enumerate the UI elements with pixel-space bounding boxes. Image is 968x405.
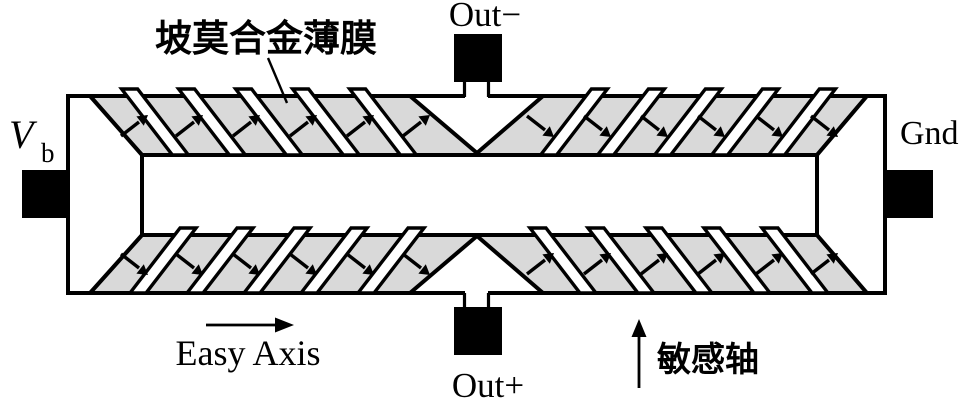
vb-label-subscript: b	[41, 138, 55, 168]
sensitive-axis-label: 敏感轴	[657, 340, 759, 380]
barber-pole-stripe	[758, 226, 832, 295]
magnetization-arrow-up-right	[696, 253, 725, 276]
magnetization-arrow-up-right	[288, 115, 317, 138]
out-minus-pad	[454, 34, 502, 82]
barber-pole-stripe	[765, 87, 839, 157]
magnetization-arrow-down-right	[401, 252, 430, 275]
vb-pad	[22, 170, 68, 218]
magnetization-arrow-down-right	[582, 114, 611, 137]
magnetization-arrow-up-right	[582, 253, 611, 276]
magnetization-arrow-down-right	[119, 252, 148, 275]
magnetization-arrow-up-right	[809, 253, 838, 276]
barber-pole-stripe	[126, 226, 200, 295]
magnetization-arrow-down-right	[345, 252, 374, 275]
right-contact	[815, 94, 887, 295]
easy-axis-arrow	[206, 317, 294, 333]
magnetization-arrow-up-right	[754, 253, 783, 276]
film-label: 坡莫合金薄膜	[155, 17, 377, 60]
barber-pole-stripe	[297, 226, 371, 295]
magnetization-arrow-up-right	[231, 115, 260, 138]
magnetization-arrow-down-right	[525, 114, 554, 137]
magnetization-arrow-up-right	[639, 253, 668, 276]
magnetization-arrow-up-right	[119, 115, 148, 138]
magnetization-arrow-up-right	[401, 115, 430, 138]
barber-pole-stripe	[346, 87, 420, 157]
out-minus-stem-fill	[465, 79, 488, 98]
magnetization-arrow-up-right	[174, 115, 203, 138]
magnetization-arrows	[119, 114, 838, 276]
barber-pole-stripe	[642, 226, 716, 295]
out-plus-pad	[454, 307, 502, 355]
sensitive-axis-arrow	[631, 319, 647, 388]
magnetization-arrow-down-right	[288, 252, 317, 275]
out-minus-label: Out−	[449, 0, 521, 34]
barber-pole-stripe	[183, 226, 257, 295]
barber-pole-stripe	[584, 226, 658, 295]
barber-pole-stripes	[118, 87, 839, 295]
vb-label: V	[9, 112, 38, 157]
film-label-leader	[266, 57, 289, 104]
barber-pole-stripe	[232, 87, 306, 157]
magnetization-arrow-down-right	[174, 252, 203, 275]
left-contact	[66, 94, 144, 295]
barber-pole-stripe	[118, 87, 192, 157]
magnetization-arrow-down-right	[231, 252, 260, 275]
gnd-pad	[885, 170, 933, 218]
magnetization-arrow-down-right	[809, 114, 838, 137]
barber-pole-stripe	[526, 226, 600, 295]
barber-pole-stripe	[700, 226, 774, 295]
barber-pole-stripe	[289, 87, 363, 157]
magnetization-arrow-up-right	[345, 115, 374, 138]
out-plus-stem-fill	[465, 288, 488, 308]
magnetization-arrow-down-right	[639, 114, 668, 137]
barber-pole-stripe	[354, 226, 428, 295]
gnd-label: Gnd	[900, 115, 959, 152]
out-plus-label: Out+	[452, 366, 524, 405]
barber-pole-stripe	[537, 87, 611, 157]
magnetization-arrow-down-right	[696, 114, 725, 137]
magnetization-arrow-down-right	[754, 114, 783, 137]
easy-axis-label: Easy Axis	[175, 333, 320, 373]
barber-pole-stripe	[594, 87, 668, 157]
barber-pole-stripe	[175, 87, 249, 157]
magnetization-arrow-up-right	[525, 253, 554, 276]
barber-pole-stripe	[240, 226, 314, 295]
barber-pole-stripe	[708, 87, 782, 157]
barber-pole-stripe	[651, 87, 725, 157]
